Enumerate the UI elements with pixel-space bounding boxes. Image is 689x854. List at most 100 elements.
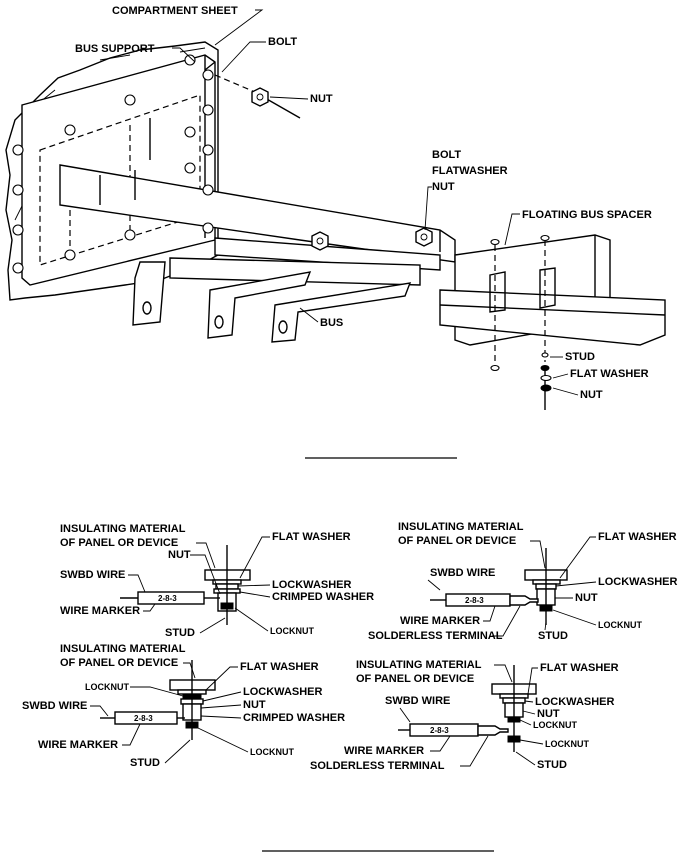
label-nut-bottom: NUT [580,389,603,401]
floating-bus-spacer [439,234,666,410]
locknut-2-shape [507,735,521,743]
leader-flat-washer [552,373,569,379]
label-swbd-wire: SWBD WIRE [60,569,125,581]
leader-insulating [196,542,216,569]
panel-bottom-left: 2-8-3 INSULATING MATERIAL OF PANEL OR DE… [22,643,345,769]
label-stud: STUD [130,757,160,769]
leader-insulating [494,664,513,683]
leader-locknut-1 [519,719,532,726]
support-opening [39,94,201,266]
leader-flat-washer [559,536,596,579]
label-swbd-wire: SWBD WIRE [22,700,87,712]
wire-marker-code: 2-8-3 [430,726,449,735]
leader-floating-bus-spacer [504,213,520,246]
label-wire-marker: WIRE MARKER [344,745,424,757]
bus-lug-2 [207,271,312,339]
leader-compartment-sheet [214,9,264,46]
panel-bottom-right: 2-8-3 INSULATING MATERIAL OF PANEL OR DE… [310,659,619,772]
label-lockwasher: LOCKWASHER [272,579,352,591]
label-insulating-1: INSULATING MATERIAL [356,659,482,671]
solderless-terminal-shape [477,725,509,736]
leader-wire-marker [483,605,496,622]
label-flat-washer: FLAT WASHER [570,368,649,380]
leader-locknut-2 [519,739,544,745]
label-insulating-1: INSULATING MATERIAL [60,523,186,535]
label-stud: STUD [565,351,595,363]
solderless-terminal-shape [509,595,539,606]
label-lockwasher: LOCKWASHER [598,576,678,588]
leader-locknut [234,607,269,632]
leader-swbd-wire [90,705,109,717]
label-insulating-2: OF PANEL OR DEVICE [356,673,474,685]
label-solderless-terminal: SOLDERLESS TERMINAL [310,760,445,772]
leader-stud [515,751,536,766]
label-flatwasher: FLATWASHER [432,165,508,177]
leader-flat-washer [239,536,270,579]
leader-insulating [530,540,546,569]
label-flat-washer: FLAT WASHER [540,662,619,674]
label-nut: NUT [575,592,598,604]
leader-lockwasher [524,700,534,703]
label-nut: NUT [168,549,191,561]
leader-wire-marker [430,735,451,752]
label-wire-marker: WIRE MARKER [60,605,140,617]
label-bolt-2: BOLT [432,149,461,161]
leader-stud [544,621,547,631]
leader-bus-support [172,47,196,63]
wire-marker-code: 2-8-3 [158,594,177,603]
label-flat-washer: FLAT WASHER [598,531,677,543]
leader-locknut [552,609,597,626]
leader-lockwasher [202,691,242,702]
locknut-bottom-shape [185,721,199,729]
bolt-shank [264,97,301,119]
bus-lug-1 [132,261,166,326]
label-insulating-2: OF PANEL OR DEVICE [60,657,178,669]
leader-locknut-bottom [197,727,249,753]
label-locknut-bottom: LOCKNUT [250,747,294,757]
leader-bolt [221,41,266,73]
label-locknut-top: LOCKNUT [85,682,129,692]
label-lockwasher: LOCKWASHER [243,686,323,698]
label-crimped-washer: CRIMPED WASHER [243,712,345,724]
label-bus: BUS [320,317,343,329]
label-insulating-2: OF PANEL OR DEVICE [398,535,516,547]
wire-marker-code: 2-8-3 [134,714,153,723]
label-crimped-washer: CRIMPED WASHER [272,591,374,603]
leader-swbd-wire [128,574,146,593]
label-compartment-sheet: COMPARTMENT SHEET [112,5,238,17]
leader-nut [269,96,309,100]
label-insulating-2: OF PANEL OR DEVICE [60,537,178,549]
label-insulating-1: INSULATING MATERIAL [398,521,524,533]
wire-marker-code: 2-8-3 [465,596,484,605]
support-bolts [12,54,214,274]
top-figure: COMPARTMENT SHEET BUS SUPPORT BOLT NUT B… [5,5,666,459]
label-nut: NUT [537,708,560,720]
bus-bar-bolts [311,227,433,251]
label-lockwasher: LOCKWASHER [535,696,615,708]
label-swbd-wire: SWBD WIRE [430,567,495,579]
leader-crimped-washer [200,715,242,719]
nut-hex [251,87,269,107]
leader-flat-washer [205,666,238,691]
label-flat-washer: FLAT WASHER [272,531,351,543]
leader-swbd-wire [399,707,411,723]
leader-nut-bottom [552,387,579,396]
leader-lockwasher [237,584,271,587]
label-locknut: LOCKNUT [270,626,314,636]
leader-nut [522,710,536,715]
label-nut: NUT [310,93,333,105]
bus-internal-lines [99,118,151,205]
label-swbd-wire: SWBD WIRE [385,695,450,707]
label-bolt: BOLT [268,36,297,48]
label-stud: STUD [537,759,567,771]
label-nut-2: NUT [432,181,455,193]
label-locknut-2: LOCKNUT [545,739,589,749]
leader-bolt-flatwasher-nut [424,186,432,231]
leader-bus [299,307,319,323]
label-wire-marker: WIRE MARKER [38,739,118,751]
leader-stud [164,739,191,764]
label-insulating-1: INSULATING MATERIAL [60,643,186,655]
bus-bar-mid [214,237,441,271]
label-flat-washer: FLAT WASHER [240,661,319,673]
